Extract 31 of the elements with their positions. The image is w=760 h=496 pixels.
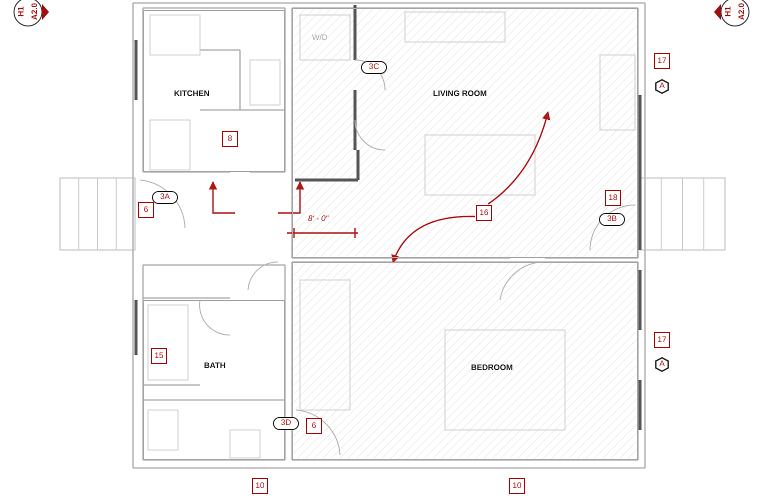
sheet-reference: H1 bbox=[16, 6, 26, 17]
callout-number: 17 bbox=[654, 53, 670, 69]
callout-number: 17 bbox=[654, 332, 670, 348]
callout-number: 15 bbox=[151, 348, 167, 364]
appliance-label: W/D bbox=[312, 33, 328, 42]
door-tag: 3B bbox=[599, 213, 625, 226]
window-tag: A bbox=[655, 79, 669, 94]
room-area bbox=[292, 8, 638, 258]
room-area bbox=[292, 262, 638, 460]
room-area bbox=[143, 10, 285, 172]
sheet-reference: A2.0 bbox=[736, 3, 746, 20]
dimension-text: 8' - 0" bbox=[308, 214, 328, 223]
room-name: BATH bbox=[204, 361, 226, 370]
sheet-reference: H1 bbox=[724, 6, 733, 17]
callout-number: 10 bbox=[509, 478, 525, 494]
callout-number: 8 bbox=[222, 131, 238, 147]
callout-number: 10 bbox=[252, 478, 268, 494]
callout-number: 6 bbox=[306, 418, 322, 434]
callout-number: 16 bbox=[476, 205, 492, 221]
door-tag: 3C bbox=[361, 61, 387, 74]
callout-number: 6 bbox=[138, 202, 154, 218]
leader-arrow bbox=[392, 216, 475, 264]
room-name: KITCHEN bbox=[174, 89, 210, 98]
sheet-reference: A2.0 bbox=[30, 3, 39, 20]
room-name: BEDROOM bbox=[471, 363, 513, 372]
room-name: LIVING ROOM bbox=[433, 89, 487, 98]
door-tag: 3A bbox=[152, 191, 178, 204]
window-tag: A bbox=[655, 357, 669, 372]
callout-number: 18 bbox=[605, 190, 621, 206]
door-tag: 3D bbox=[273, 417, 299, 430]
leader-arrow bbox=[488, 111, 550, 205]
